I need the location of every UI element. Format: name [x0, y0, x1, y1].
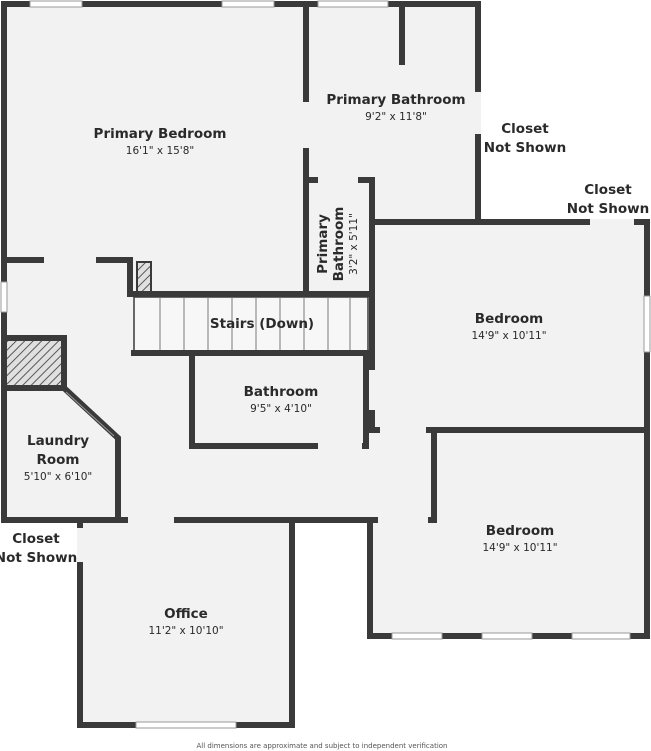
room-name-small-bathroom-line2: Bathroom — [331, 207, 347, 282]
closet-label-line1-top: Closet — [501, 121, 549, 137]
floor-fills — [4, 4, 647, 725]
closet-label-line2-right: Not Shown — [567, 201, 649, 217]
room-name-bedroom-upper: Bedroom — [475, 311, 543, 327]
room-name-small-bathroom-line1: Primary — [315, 214, 331, 274]
room-label-small-bathroom: Primary Bathroom 3'2" x 5'11" — [315, 207, 360, 282]
room-dim-primary-bathroom: 9'2" x 11'8" — [365, 111, 427, 123]
closet-label-line1-left: Closet — [12, 531, 60, 547]
room-dim-bedroom-upper: 14'9" x 10'11" — [471, 330, 546, 342]
closet-label-line1-right: Closet — [584, 182, 632, 198]
room-dim-bedroom-lower: 14'9" x 10'11" — [482, 542, 557, 554]
room-name-primary-bathroom: Primary Bathroom — [326, 92, 465, 108]
room-name-bathroom: Bathroom — [244, 384, 319, 400]
chase-hatch-2 — [5, 337, 65, 387]
room-dim-small-bathroom: 3'2" x 5'11" — [348, 213, 360, 275]
room-name-stairs: Stairs (Down) — [210, 316, 314, 332]
room-dim-bathroom: 9'5" x 4'10" — [250, 403, 312, 415]
closet-label-line2-left: Not Shown — [0, 550, 77, 566]
room-name-primary-bedroom: Primary Bedroom — [94, 126, 227, 142]
room-name-office: Office — [164, 606, 208, 622]
closet-label-line2-top: Not Shown — [484, 140, 566, 156]
walls — [1, 1, 650, 728]
room-dim-office: 11'2" x 10'10" — [148, 625, 223, 637]
room-dim-laundry: 5'10" x 6'10" — [24, 471, 92, 483]
windows — [0, 0, 651, 729]
chase-hatch-1 — [136, 261, 152, 295]
door-openings — [44, 92, 634, 562]
room-name-laundry-line1: Laundry — [27, 433, 89, 449]
room-name-bedroom-lower: Bedroom — [486, 523, 554, 539]
footer-disclaimer: All dimensions are approximate and subje… — [197, 742, 448, 750]
room-name-laundry-line2: Room — [36, 452, 79, 468]
room-dim-primary-bedroom: 16'1" x 15'8" — [126, 145, 194, 157]
